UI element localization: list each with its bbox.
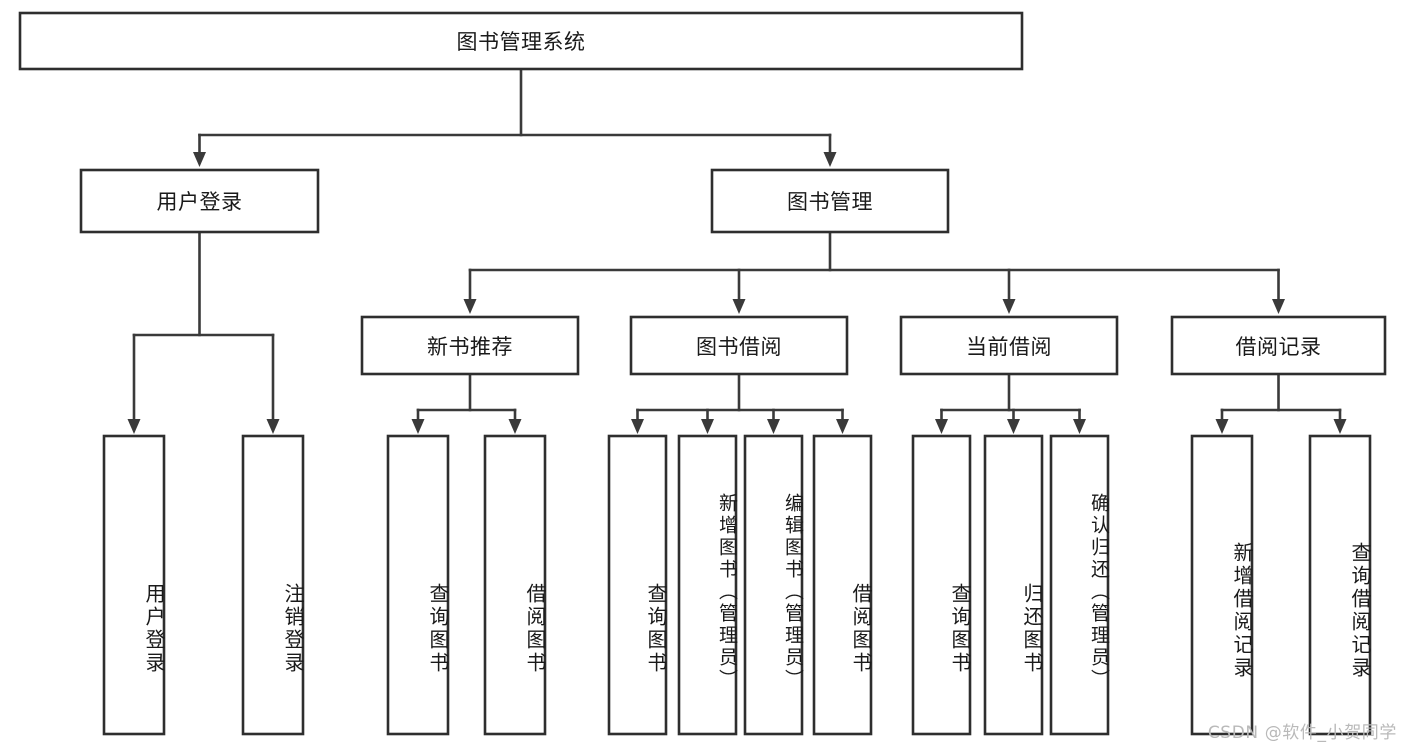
node-box-leaf-query-book-cur[interactable]: [911, 434, 972, 736]
arrow-to-l2-book-mgmt: [823, 152, 837, 167]
arrow-to-leaf-add-borrow-record: [1215, 419, 1229, 434]
arrow-to-l2-user-login: [193, 152, 206, 167]
boxes-layer: [18, 11, 1387, 736]
arrow-to-l3-new-book-rec: [463, 299, 477, 314]
arrow-to-l3-borrow-record: [1272, 299, 1285, 314]
node-box-leaf-edit-book-admin[interactable]: [743, 434, 804, 736]
node-box-leaf-query-book[interactable]: [607, 434, 668, 736]
arrow-to-leaf-edit-book-admin: [767, 419, 780, 434]
arrow-to-leaf-confirm-return-admin: [1073, 419, 1086, 434]
node-box-leaf-query-book-rec[interactable]: [386, 434, 450, 736]
connectors-layer: [127, 67, 1347, 434]
arrow-to-leaf-borrow-book: [836, 419, 849, 434]
node-box-l2-book-mgmt[interactable]: [710, 168, 950, 234]
node-box-leaf-add-book-admin[interactable]: [677, 434, 738, 736]
arrow-to-leaf-borrow-book-rec: [508, 419, 522, 434]
arrow-to-leaf-return-book: [1007, 419, 1020, 434]
arrow-to-l3-book-borrow: [732, 299, 746, 314]
node-box-leaf-borrow-book-rec[interactable]: [483, 434, 547, 736]
arrow-to-leaf-add-book-admin: [701, 419, 714, 434]
node-box-leaf-add-borrow-record[interactable]: [1190, 434, 1254, 736]
arrow-to-leaf-user-login: [127, 419, 141, 434]
node-box-l3-borrow-record[interactable]: [1170, 315, 1387, 376]
node-box-root[interactable]: [18, 11, 1024, 71]
node-box-leaf-borrow-book[interactable]: [812, 434, 873, 736]
node-box-leaf-user-login[interactable]: [102, 434, 166, 736]
arrow-to-leaf-logout: [266, 419, 280, 434]
arrow-to-leaf-query-book: [631, 419, 644, 434]
node-box-leaf-logout[interactable]: [241, 434, 305, 736]
watermark-text: CSDN @软件_小贺同学: [1207, 723, 1397, 743]
node-box-l3-book-borrow[interactable]: [629, 315, 849, 376]
node-box-leaf-query-borrow-record[interactable]: [1308, 434, 1372, 736]
arrow-to-leaf-query-book-rec: [411, 419, 425, 434]
node-box-l3-current-borrow[interactable]: [899, 315, 1119, 376]
arrow-to-leaf-query-book-cur: [935, 419, 948, 434]
node-box-leaf-return-book[interactable]: [983, 434, 1044, 736]
node-box-leaf-confirm-return-admin[interactable]: [1049, 434, 1110, 736]
node-box-l3-new-book-rec[interactable]: [360, 315, 580, 376]
arrow-to-l3-current-borrow: [1002, 299, 1016, 314]
arrow-to-leaf-query-borrow-record: [1333, 419, 1347, 434]
node-box-l2-user-login[interactable]: [79, 168, 320, 234]
